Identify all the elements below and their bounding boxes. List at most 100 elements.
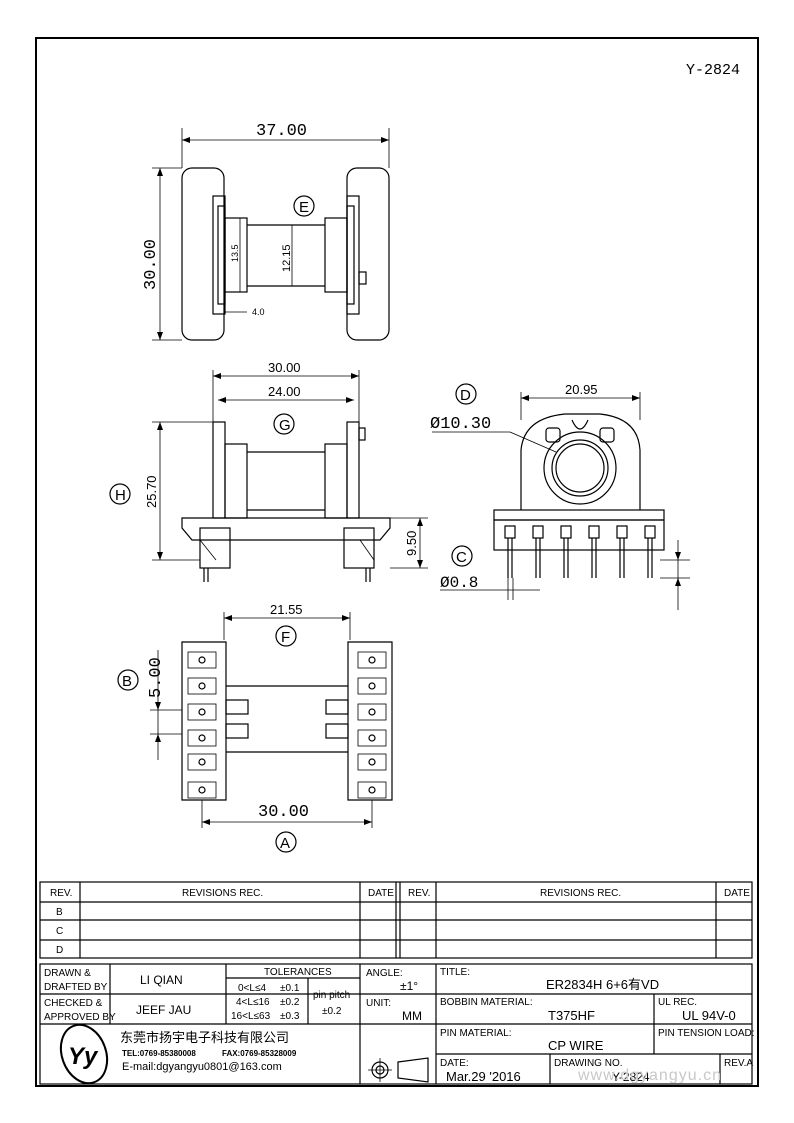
checked-label-1: CHECKED & [44, 998, 103, 1009]
side-pin-terminal [616, 525, 628, 539]
title-label: TITLE: [440, 967, 470, 978]
dim-bore-dia: Ø10.30 [430, 415, 491, 434]
bottom-pin-slot [357, 677, 387, 695]
dim-pin-dia: Ø0.8 [440, 574, 478, 592]
logo-letters: Yy [68, 1043, 99, 1070]
bottom-pin-left [198, 656, 206, 664]
projection-symbol-icon [368, 1057, 429, 1083]
dim-small-40: 4.0 [252, 307, 265, 317]
dim-bottom-width: 21.55 [270, 602, 303, 617]
tol-3: 16<L≤63 [231, 1011, 271, 1022]
title-val: ER2834H 6+6有VD [546, 977, 659, 992]
revisions-table: REV. REVISIONS REC. DATE REV. REVISIONS … [39, 881, 753, 959]
bottom-pin-slot [187, 729, 217, 747]
company-logo: Yy [59, 1023, 109, 1085]
rec-header-2: REVISIONS REC. [540, 888, 621, 899]
bottom-pin-slot [357, 729, 387, 747]
company-fax: FAX:0769-85328009 [222, 1049, 297, 1058]
dim-front-30: 30.00 [268, 360, 301, 375]
side-pin-terminal [504, 525, 516, 539]
bottom-pin-slot [187, 677, 217, 695]
rec-header: REVISIONS REC. [182, 888, 263, 899]
bottom-pin-right [368, 682, 376, 690]
callout-f: F [281, 629, 290, 646]
dim-inner-135: 13.5 [230, 244, 240, 262]
checked-name: JEEF JAU [136, 1003, 191, 1017]
drawn-label-2: DRAFTED BY [44, 982, 108, 993]
bottom-pin-left [198, 786, 206, 794]
rev-row-c: C [56, 926, 63, 937]
company-tel: TEL:0769-85380008 [122, 1049, 196, 1058]
tol-2-val: ±0.2 [280, 997, 300, 1008]
dim-front-24: 24.00 [268, 384, 301, 399]
bottom-pin-right [368, 786, 376, 794]
drawing-no-label: DRAWING NO. [554, 1058, 623, 1069]
date-val: Mar.29 '2016 [446, 1069, 521, 1084]
callout-c: C [456, 549, 467, 566]
callout-g: G [279, 417, 291, 434]
rev-header-2: REV. [408, 888, 430, 899]
rev-row-b: B [56, 907, 63, 918]
dim-pin-height: 9.50 [404, 531, 419, 556]
dim-top-width: 37.00 [256, 122, 307, 141]
pin-pitch-val: ±0.2 [322, 1006, 342, 1017]
title-block: DRAWN & DRAFTED BY LI QIAN CHECKED & APP… [39, 963, 755, 1085]
side-pin-terminal [644, 525, 656, 539]
side-pin-terminal [560, 525, 572, 539]
bottom-pin-left [198, 708, 206, 716]
pin-pitch-label: pin pitch [313, 990, 350, 1001]
bottom-view: 21.55 5.00 30.00 F B A [117, 602, 393, 853]
company-email: E-mail:dgyangyu0801@163.com [122, 1061, 282, 1073]
tol-1: 0<L≤4 [238, 983, 266, 994]
bottom-pin-left [198, 758, 206, 766]
top-view: 37.00 30.00 13.5 12.15 4.0 E [142, 122, 390, 341]
bottom-pin-right [368, 758, 376, 766]
pin-tension-label: PIN TENSION LOAD: [658, 1028, 755, 1039]
tol-3-val: ±0.3 [280, 1011, 300, 1022]
date-label: DATE: [440, 1058, 469, 1069]
callout-h: H [115, 487, 126, 504]
drawn-name: LI QIAN [140, 973, 183, 987]
dim-front-height: 25.70 [144, 475, 159, 508]
ul-label: UL REC. [658, 997, 697, 1008]
bottom-pin-left [198, 734, 206, 742]
pin-material-label: PIN MATERIAL: [440, 1028, 512, 1039]
unit-label: UNIT: [366, 998, 391, 1009]
bottom-pin-slot [357, 781, 387, 799]
company-name: 东莞市扬宇电子科技有限公司 [120, 1030, 289, 1045]
bottom-pin-slot [187, 703, 217, 721]
side-pin-terminal [532, 525, 544, 539]
dim-side-width: 20.95 [565, 382, 598, 397]
angle-val: ±1° [400, 979, 418, 993]
callout-d: D [460, 387, 471, 404]
drawing-frame [35, 37, 759, 1087]
bottom-pin-right [368, 708, 376, 716]
dim-top-height: 30.00 [142, 239, 161, 290]
bottom-pin-slot [187, 651, 217, 669]
tol-2: 4<L≤16 [236, 997, 270, 1008]
bottom-pin-right [368, 656, 376, 664]
rev-header: REV. [50, 888, 72, 899]
bottom-pin-slot [187, 753, 217, 771]
callout-a: A [280, 835, 290, 852]
checked-label-2: APPROVED BY [44, 1012, 116, 1023]
unit-val: MM [402, 1009, 422, 1023]
tol-1-val: ±0.1 [280, 983, 300, 994]
tolerances-label: TOLERANCES [264, 967, 332, 978]
bottom-pin-slot [357, 703, 387, 721]
bottom-pin-slot [357, 753, 387, 771]
bottom-pin-left [198, 682, 206, 690]
doc-number: Y-2824 [686, 62, 740, 79]
rev-row-d: D [56, 945, 63, 956]
date-header-2: DATE [724, 888, 750, 899]
drawing-no-val: Y-2824 [612, 1070, 650, 1084]
dim-bottom-span: 30.00 [258, 803, 309, 822]
bottom-pin-slot [357, 651, 387, 669]
callout-e: E [299, 199, 309, 216]
pin-material-val: CP WIRE [548, 1038, 604, 1053]
side-view: 20.95 Ø10.30 Ø0.8 D C [430, 382, 690, 610]
front-view: 30.00 24.00 25.70 [109, 360, 428, 582]
dim-inner-1215: 12.15 [281, 244, 293, 272]
watermark: www.dgyangyu.cn [577, 1067, 722, 1084]
